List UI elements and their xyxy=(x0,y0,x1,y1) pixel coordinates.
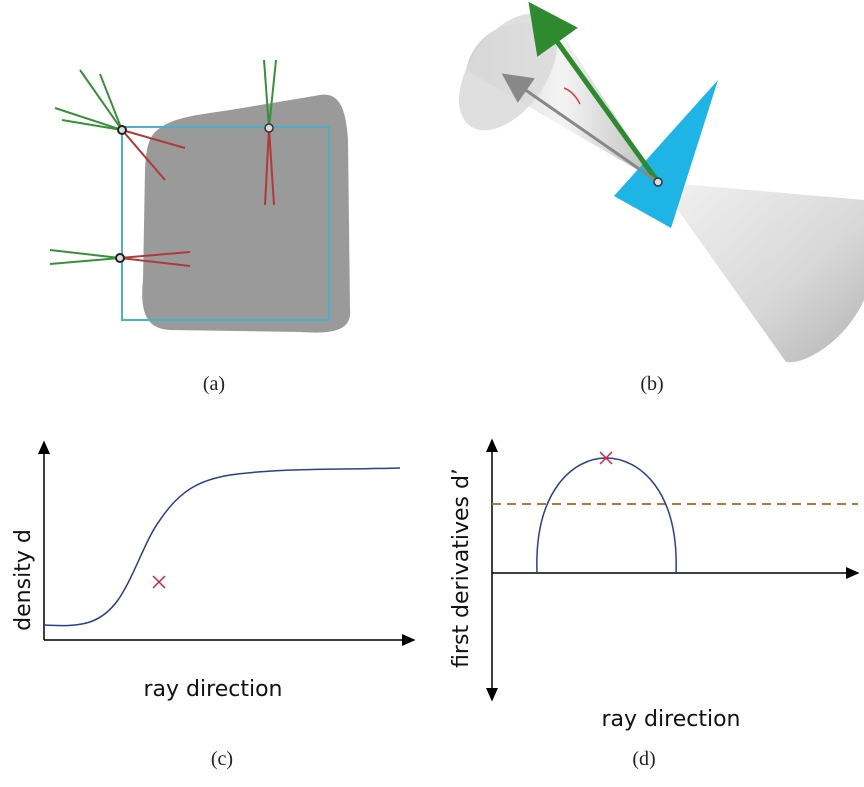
lower-cone xyxy=(658,182,864,363)
chart-c-marker xyxy=(152,575,166,589)
direction-arrow xyxy=(501,73,659,184)
node-top-right xyxy=(264,123,274,133)
caption-c: (c) xyxy=(210,748,234,770)
panel-a xyxy=(0,50,380,360)
chart-d-curve xyxy=(536,457,677,574)
node-bottom-left-rays xyxy=(49,249,191,267)
gray-region xyxy=(142,94,351,333)
plane-triangle xyxy=(614,80,718,228)
angle-arc xyxy=(563,87,581,105)
chart-d-marker xyxy=(599,451,613,465)
chart-c-xlabel: ray direction xyxy=(144,677,283,702)
chart-c-curve xyxy=(43,467,401,627)
panel-b xyxy=(446,0,864,365)
panel-b-figure xyxy=(458,1,864,363)
node-top-right-rays xyxy=(263,59,277,206)
node-top-left-rays xyxy=(54,69,186,181)
chart-d: ray direction first derivatives d’ xyxy=(449,438,860,732)
caption-b: (b) xyxy=(640,373,664,395)
chart-d-ylabel: first derivatives d’ xyxy=(449,468,474,668)
normal-arrow xyxy=(528,1,661,184)
panel-a-figure xyxy=(49,59,351,333)
apex-point xyxy=(653,177,663,187)
caption-a: (a) xyxy=(202,373,226,395)
chart-c: ray direction density d xyxy=(11,440,416,702)
node-top-left xyxy=(117,125,127,135)
chart-d-xlabel: ray direction xyxy=(602,707,741,732)
panel-d: ray direction first derivatives d’ xyxy=(434,430,864,740)
chart-c-ylabel: density d xyxy=(11,529,36,631)
panel-c: ray direction density d xyxy=(0,430,430,740)
node-bottom-left xyxy=(115,253,125,263)
caption-d: (d) xyxy=(632,748,656,770)
bounding-square xyxy=(121,126,330,321)
